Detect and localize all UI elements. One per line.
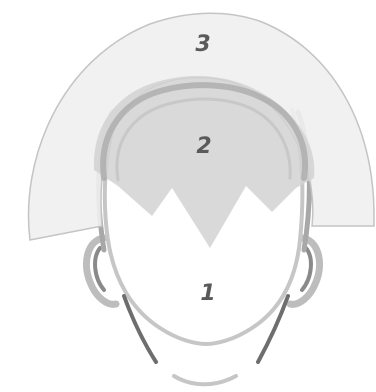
zone-2-label: 2 [196,134,211,159]
neck-left-line [124,296,156,362]
neck-right-line [258,296,288,362]
right-ear-inner [302,248,311,290]
zone-3-label: 3 [195,32,210,57]
left-ear-inner [95,248,104,290]
zone-1-label: 1 [200,281,215,306]
jaw-shadow [174,376,236,384]
